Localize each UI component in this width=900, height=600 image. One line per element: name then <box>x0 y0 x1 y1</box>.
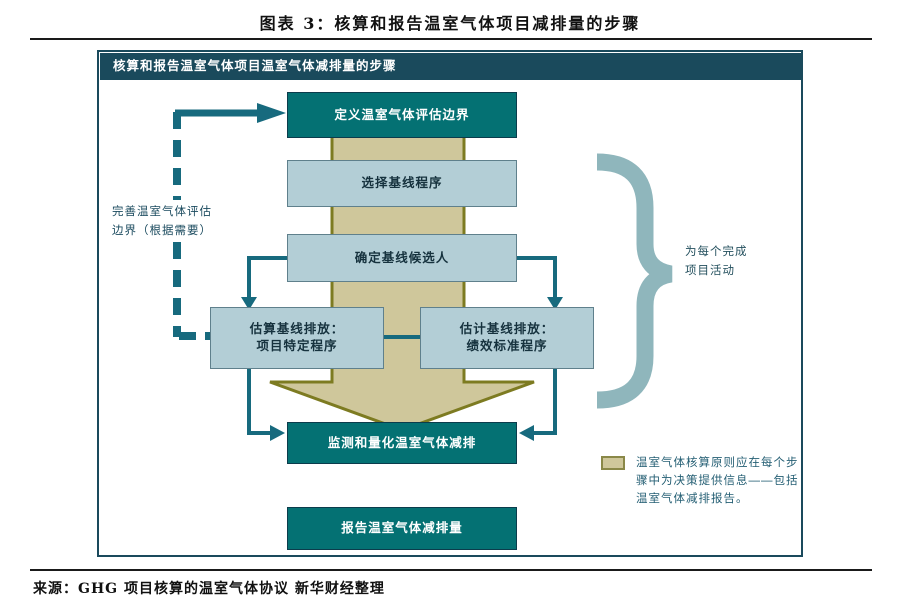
per-activity-line1: 为每个完成 <box>685 246 748 258</box>
step-identify-baseline-candidates: 确定基线候选人 <box>287 234 517 282</box>
arrow-into-define-box <box>175 103 286 123</box>
step-monitor-quantify: 监测和量化温室气体减排 <box>287 422 517 464</box>
connector-candidates-to-project <box>241 256 287 310</box>
step-label: 报告温室气体减排量 <box>341 521 463 535</box>
step-label-line2: 项目特定程序 <box>256 339 338 353</box>
step-report-reductions: 报告温室气体减排量 <box>287 507 517 550</box>
bottom-divider <box>30 569 872 571</box>
legend-text: 温室气体核算原则应在每个步 骤中为决策提供信息——包括 温室气体减排报告。 <box>636 454 799 508</box>
top-divider <box>30 38 872 40</box>
connector-candidates-to-performance <box>517 256 563 310</box>
diagram-panel: 核算和报告温室气体项目温室气体减排量的步骤 <box>97 50 803 557</box>
step-select-baseline-procedure: 选择基线程序 <box>287 160 517 207</box>
legend-line3: 温室气体减排报告。 <box>636 493 749 505</box>
dashed-feedback-line <box>173 112 210 340</box>
legend: 温室气体核算原则应在每个步 骤中为决策提供信息——包括 温室气体减排报告。 <box>601 454 799 508</box>
step-label-line1: 估计基线排放： <box>459 322 555 336</box>
step-estimate-performance-standard: 估计基线排放： 绩效标准程序 <box>420 307 594 369</box>
step-estimate-project-specific: 估算基线排放： 项目特定程序 <box>210 307 384 369</box>
step-label: 确定基线候选人 <box>354 250 450 265</box>
step-label: 选择基线程序 <box>361 176 443 190</box>
step-label: 定义温室气体评估边界 <box>334 107 470 122</box>
per-activity-line2: 项目活动 <box>685 265 735 277</box>
diagram-header-band: 核算和报告温室气体项目温室气体减排量的步骤 <box>100 53 801 80</box>
legend-line2: 骤中为决策提供信息——包括 <box>636 475 799 487</box>
refine-boundary-note: 完善温室气体评估 边界（根据需要） <box>112 203 212 241</box>
curly-brace <box>596 153 673 409</box>
connector-performance-to-monitor <box>519 369 557 441</box>
step-label-line1: 估算基线排放： <box>249 322 345 336</box>
refine-note-line2: 边界（根据需要） <box>112 225 212 237</box>
step-label-line2: 绩效标准程序 <box>466 339 548 353</box>
refine-note-line1: 完善温室气体评估 <box>112 206 212 218</box>
source-line: 来源：GHG 项目核算的温室气体协议 新华财经整理 <box>33 581 385 597</box>
per-activity-note: 为每个完成 项目活动 <box>685 243 748 281</box>
legend-line1: 温室气体核算原则应在每个步 <box>636 457 799 469</box>
step-label: 监测和量化温室气体减排 <box>327 435 477 450</box>
connector-project-to-monitor <box>247 369 285 441</box>
step-define-boundary: 定义温室气体评估边界 <box>287 92 517 138</box>
figure-title: 图表 3：核算和报告温室气体项目减排量的步骤 <box>259 14 641 33</box>
legend-swatch <box>601 456 625 470</box>
